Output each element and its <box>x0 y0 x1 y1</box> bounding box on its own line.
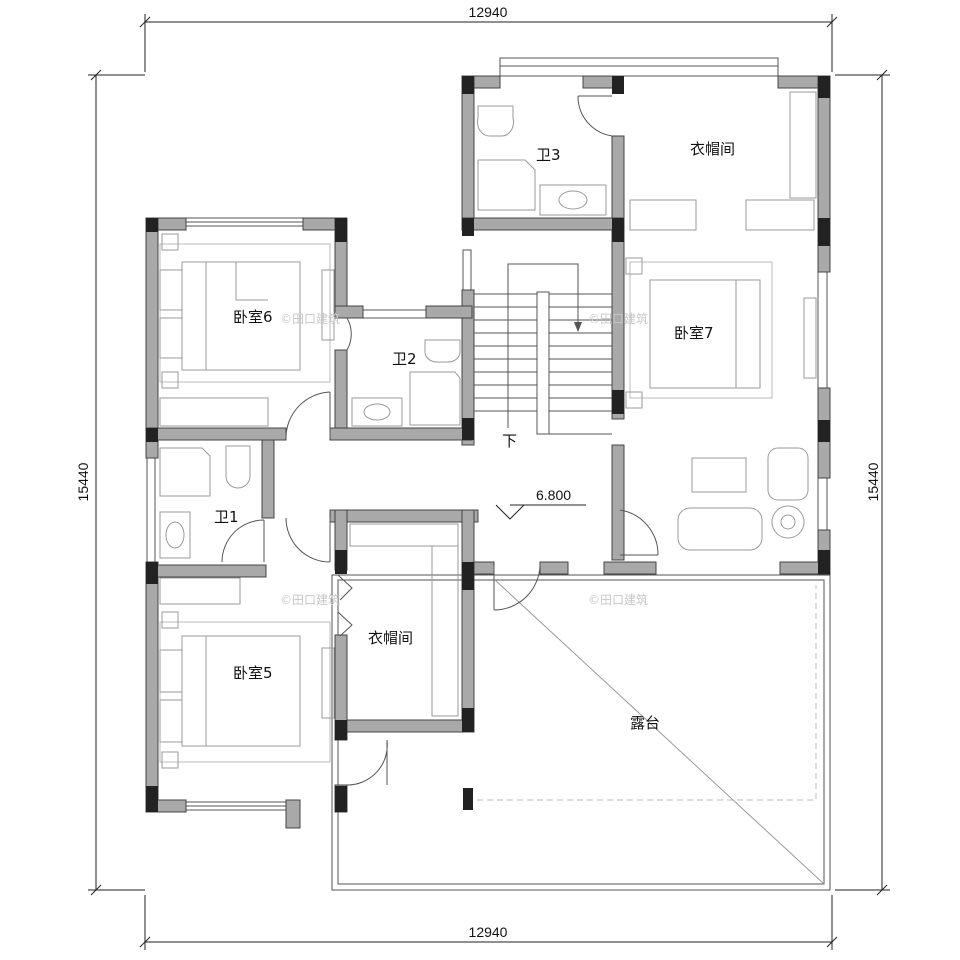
dimension-left-label: 15440 <box>75 462 91 501</box>
watermark: ©田口建筑 <box>280 592 340 607</box>
walls <box>145 75 831 829</box>
dimension-bottom: 12940 <box>139 895 838 950</box>
dimension-right-label: 15440 <box>865 462 881 501</box>
stairs <box>474 263 612 435</box>
elevation-label: 6.800 <box>536 487 571 503</box>
room-label-bedroom7: 卧室7 <box>674 324 714 342</box>
dimension-top: 12940 <box>139 4 838 72</box>
room-label-bedroom6: 卧室6 <box>233 308 273 326</box>
watermark: ©田口建筑 <box>588 592 648 607</box>
room-label-closet-top: 衣帽间 <box>690 140 735 158</box>
doors <box>221 95 659 786</box>
room-label-terrace: 露台 <box>630 714 660 732</box>
room-label-stairs-down: 下 <box>502 432 517 450</box>
room-labels: 卫3 衣帽间 卧室6 卫2 卧室7 下 卫1 衣帽间 卧室5 露台 <box>214 140 735 732</box>
room-label-bath1: 卫1 <box>214 508 239 526</box>
watermarks: ©田口建筑 ©田口建筑 ©田口建筑 ©田口建筑 <box>280 311 648 607</box>
dimension-bottom-label: 12940 <box>469 924 508 940</box>
watermark: ©田口建筑 <box>588 311 648 326</box>
elevation-mark: 6.800 <box>495 487 586 520</box>
columns <box>146 76 830 812</box>
room-label-bath3: 卫3 <box>536 146 561 164</box>
room-label-bedroom5: 卧室5 <box>233 664 273 682</box>
fixtures <box>159 91 817 769</box>
dimension-top-label: 12940 <box>469 4 508 20</box>
room-label-bath2: 卫2 <box>392 350 417 368</box>
windows <box>146 57 828 811</box>
watermark: ©田口建筑 <box>280 311 340 326</box>
dimension-left: 15440 <box>75 69 145 896</box>
dimension-right: 15440 <box>835 69 890 896</box>
room-label-closet-bottom: 衣帽间 <box>368 629 413 647</box>
